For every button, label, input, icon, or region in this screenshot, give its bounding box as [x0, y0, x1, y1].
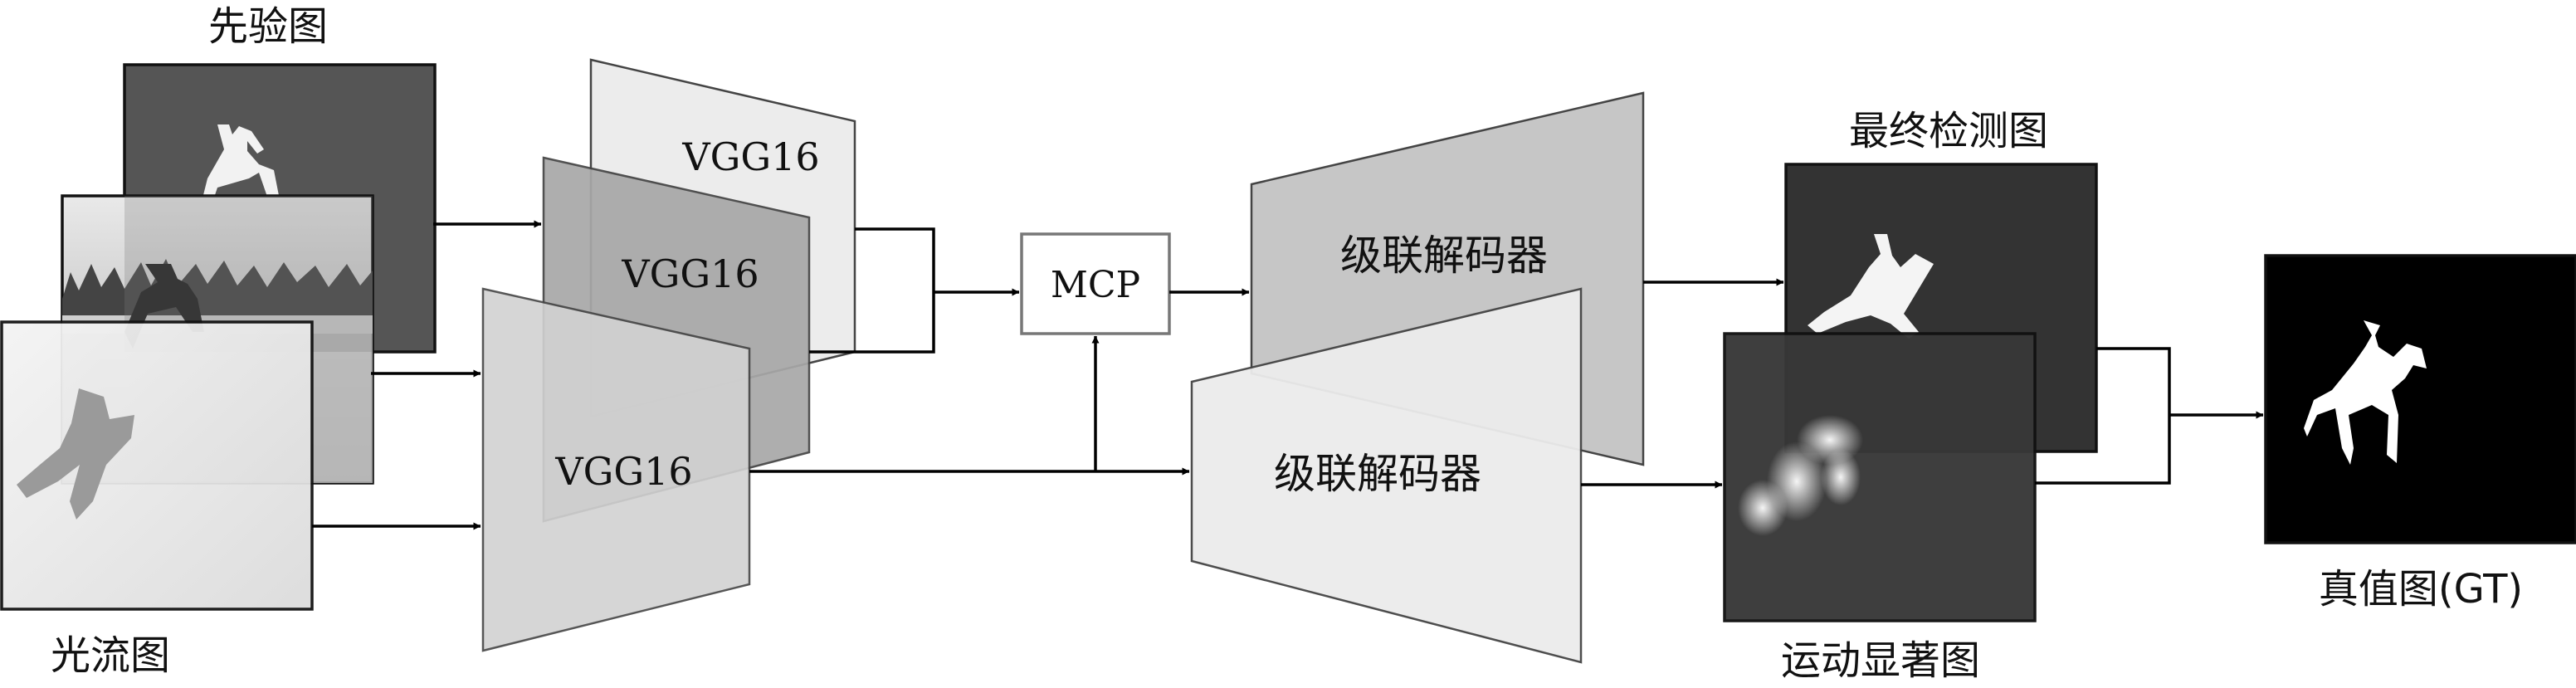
detection-horse-silhouette	[1808, 234, 1934, 339]
optical-flow-image	[0, 320, 314, 611]
gt-horse-rider-silhouette	[2304, 320, 2427, 465]
vgg-bottom-label: VGG16	[554, 449, 692, 494]
vgg-top-label: VGG16	[681, 134, 819, 179]
prior-map-label: 先验图	[208, 3, 328, 50]
frame-horse-rider	[124, 264, 204, 349]
motion-saliency-label: 运动显著图	[1781, 637, 1980, 684]
mcp-label: MCP	[1051, 264, 1140, 306]
vgg-middle-label: VGG16	[621, 251, 759, 296]
connector-vgg-top-out	[809, 227, 935, 354]
ground-truth-image	[2264, 254, 2576, 544]
decoder-bottom-module	[1190, 287, 1583, 664]
mcp-box	[1020, 232, 1171, 335]
decoder-top-label: 级联解码器	[1340, 232, 1548, 280]
prior-map-rider-silhouette	[199, 124, 282, 217]
vgg-bottom-module	[481, 287, 751, 652]
ground-truth-label: 真值图(GT)	[2319, 566, 2523, 612]
optical-flow-label: 光流图	[51, 632, 170, 679]
final-detection-label: 最终检测图	[1849, 108, 2048, 154]
flow-motion-blob	[17, 388, 134, 520]
decoder-bottom-label: 级联解码器	[1274, 450, 1481, 498]
motion-saliency-image	[1723, 332, 2037, 622]
